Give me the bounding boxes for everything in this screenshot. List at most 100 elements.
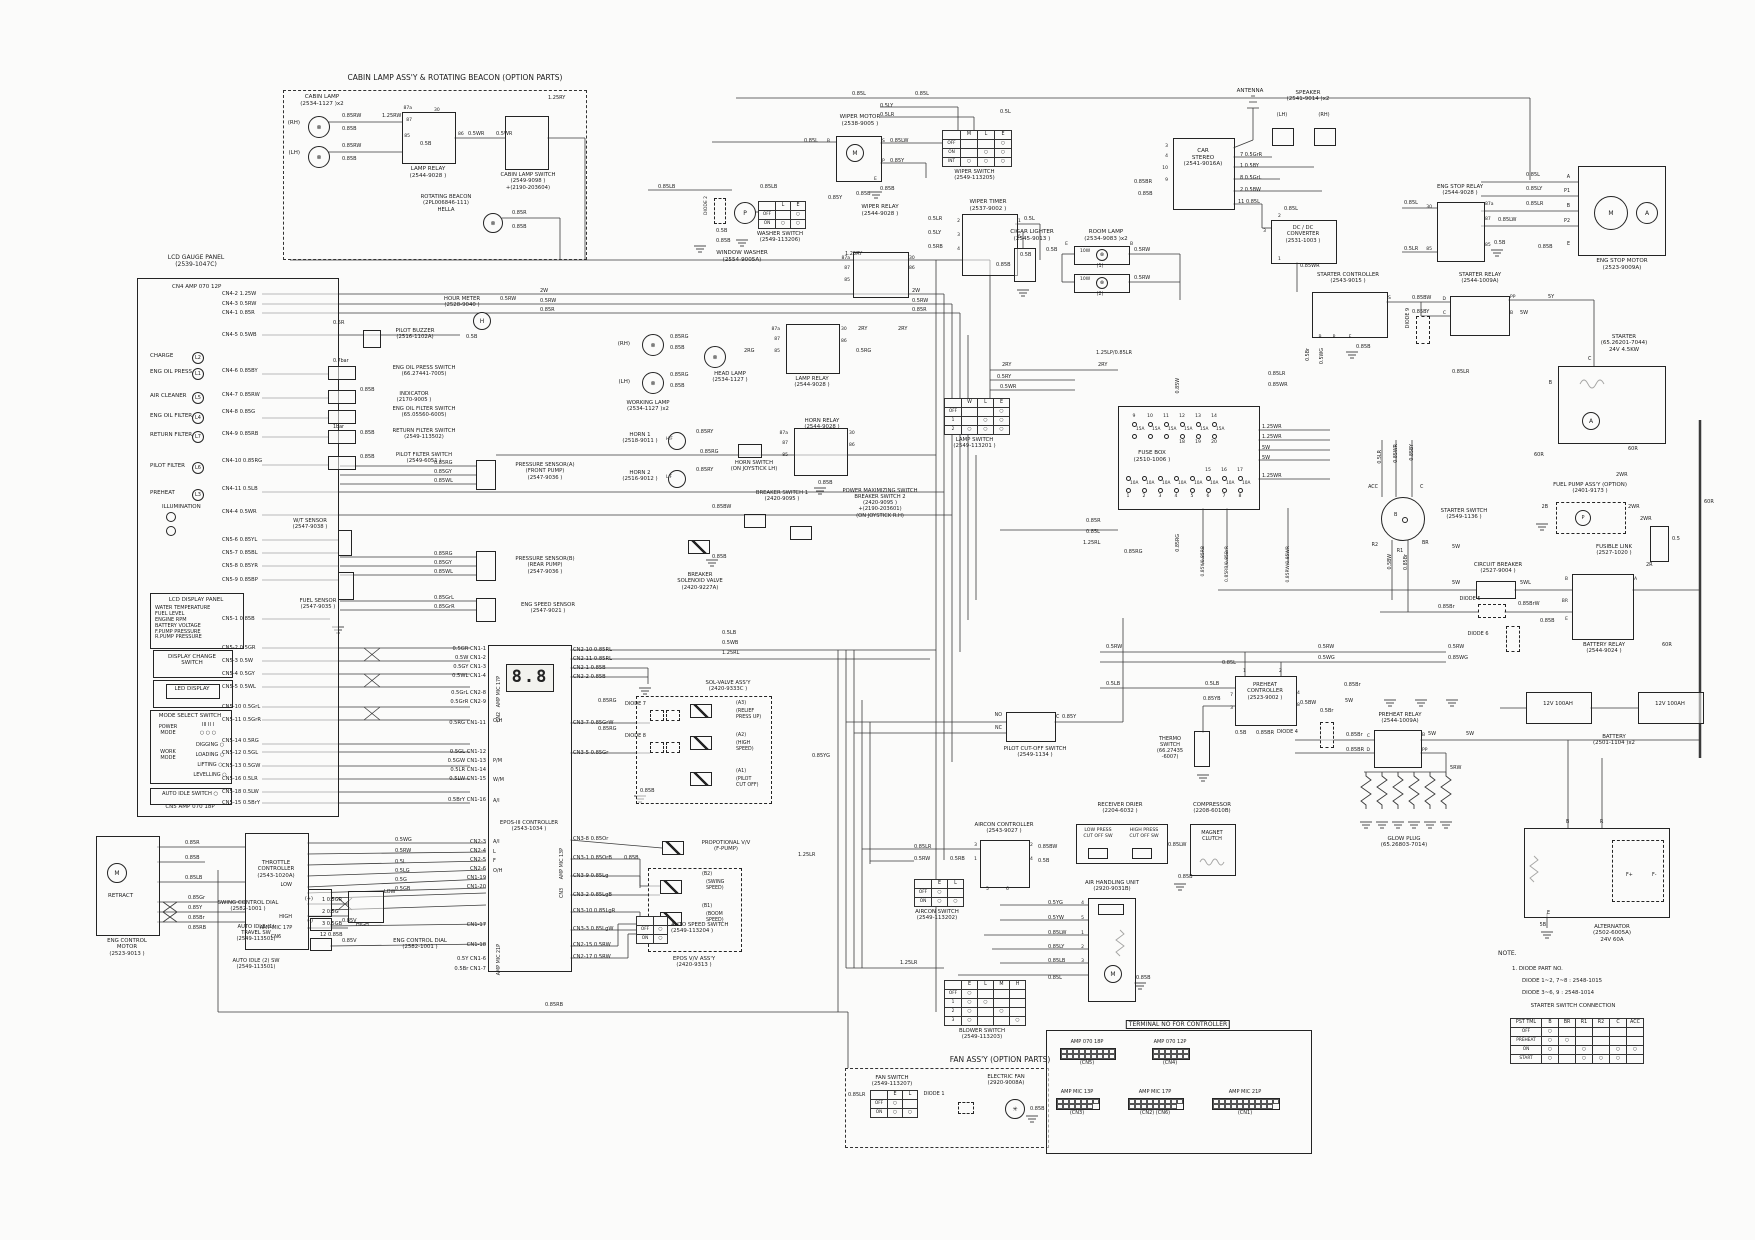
87a: 87a [779, 431, 788, 436]
b: B [1394, 512, 1398, 518]
pressure-sensor-b-sym [476, 551, 496, 581]
5w: 5W [1452, 580, 1461, 586]
fuel-sensor: FUEL SENSOR (2547-9035 ) [299, 598, 337, 611]
fuse-amp: 10A [1146, 481, 1155, 486]
5w: 5W [1262, 445, 1271, 451]
0-85l: 0.85L [1284, 206, 1298, 212]
swing: (SWING SPEED) [706, 880, 725, 891]
cn3-10-0-85lgr: CN3-10 0.85LgR [573, 908, 616, 914]
diode-6: DIODE 6 [1467, 631, 1489, 637]
0-85rg: 0.85RG [1176, 534, 1181, 552]
illumination-lamp-1 [166, 512, 176, 522]
throttle: THROTTLE CONTROLLER (2543-1020A) [257, 860, 295, 879]
3: 3 [957, 233, 960, 238]
cn3-7-0-85grw: CN3-7 0.85GrW [573, 720, 614, 726]
pilot-buzzer-box [363, 330, 381, 348]
0-5rw: 0.5RW [912, 298, 929, 304]
fuse-pin [1212, 434, 1217, 439]
fuse-num: 17 [1237, 468, 1243, 473]
1-25ry: 1.25RY [548, 95, 566, 101]
o-h: O/H [493, 868, 503, 874]
dc-dc-converter [1271, 220, 1337, 264]
cn5-13-0-5gw: CN5-13 0.5GW [222, 763, 261, 769]
2: 2 [1030, 843, 1033, 848]
iii-ii-i: III II I [201, 722, 215, 728]
1-25lr: 1.25LR [798, 852, 816, 858]
1-25wr: 1.25WR [1262, 434, 1282, 440]
0-85b: 0.85B [716, 238, 731, 244]
air-handling-unit [1088, 898, 1136, 1002]
e: E [1566, 242, 1570, 247]
epos-v-v-ass-y: EPOS V/V ASS'Y (2420-9313 ) [672, 956, 716, 969]
0-85rb: 0.85RB [545, 1002, 564, 1008]
starter-switch-connection-table-label: STARTER SWITCH CONNECTION [1530, 1003, 1616, 1009]
amp-mic-17p-label: AMP MIC 17P [1138, 1089, 1172, 1095]
fuse-num: 16 [1221, 468, 1227, 473]
4: 4 [957, 247, 960, 252]
3: 3 [1081, 959, 1084, 964]
high: (HIGH SPEED) [736, 741, 754, 752]
fuse-amp: 10A [1178, 481, 1187, 486]
amp-mic-17p [1128, 1098, 1184, 1110]
0-85v: 0.85V [342, 918, 357, 924]
0-85b: 0.85B [360, 454, 375, 460]
0-85br: 0.85Br [188, 915, 205, 921]
0-5rw: 0.5RW [500, 296, 517, 302]
w-m: W/M [493, 777, 504, 783]
diode8-b [666, 742, 680, 753]
0-5l: 0.5L [395, 859, 406, 865]
cn5-15-0-5bry: CN5-15 0.5BrY [222, 800, 261, 806]
cn2-17-0-5rw: CN2-17 0.5RW [573, 954, 611, 960]
illumination-lamp-2 [166, 526, 176, 536]
wiper-timer [962, 214, 1018, 276]
fuse-pin [1206, 476, 1211, 481]
fuel-pump-ass-y-option: FUEL PUMP ASS'Y (OPTION) (2401-9173 ) [1553, 482, 1627, 495]
30: 30 [849, 431, 855, 436]
eng-oil-filter: ENG OIL FILTER [150, 413, 193, 419]
0-5gw-cn1-13: 0.5GW CN1-13 [447, 758, 486, 764]
85: 85 [404, 134, 410, 139]
a3: (A3) [736, 701, 747, 706]
5w: 5W [1428, 731, 1437, 737]
horn-1-sym [668, 432, 686, 450]
0-5rg-cn1-11: 0.5RG CN1-11 [449, 720, 486, 726]
sol-valve-ass-y: SOL-VALVE ASS'Y (2420-9333C ) [705, 680, 751, 693]
2: 2 [1081, 945, 1084, 950]
0-85rg: 0.85RG [670, 334, 689, 340]
eng-control: ENG CONTROL MOTOR (2523-9013 ) [107, 938, 147, 957]
pilot-cutoff-switch-box [1006, 712, 1056, 742]
2: 2 [1278, 214, 1281, 219]
r1: R1 [1396, 549, 1404, 554]
cigar-lighter-sym [1014, 248, 1036, 282]
fuse-amp: 15A [1184, 427, 1193, 432]
0-5rw: 0.5RW [1106, 644, 1123, 650]
cn5-6-0-85yl: CN5-6 0.85YL [222, 537, 258, 543]
diode4-sym [1320, 722, 1334, 748]
wiper-relay [853, 252, 909, 298]
b: B [1566, 204, 1570, 209]
eng-control-motor: M [107, 863, 127, 883]
0-85rg: 0.85RG [598, 698, 617, 704]
diode-7: DIODE 7 [624, 701, 646, 707]
cn5-11-0-5grr: CN5-11 0.5GrR [222, 717, 261, 723]
0-5yw: 0.5YW [1048, 915, 1064, 921]
fuse-amp: 10A [1162, 481, 1171, 486]
p-m: P/M [493, 758, 503, 764]
0-85b: 0.85B [1540, 618, 1555, 624]
1: 1 [1018, 219, 1021, 224]
rotating-beacon-lamp: ⊗ [483, 213, 503, 233]
2ry: 2RY [858, 326, 868, 332]
auto-idle-2-sym [310, 938, 332, 951]
wiper-motor: M [846, 144, 864, 162]
amp-070-12p-cn: (CN4) [1162, 1060, 1178, 1066]
0-5rw: 0.5RW [1134, 247, 1151, 253]
fuse-pin [1174, 476, 1179, 481]
0-85grl: 0.85GrL [434, 595, 454, 601]
battery-relay: BATTERY RELAY (2544-9024 ) [1582, 642, 1626, 655]
87a: 87a [841, 256, 850, 261]
0-85b: 0.85B [512, 224, 527, 230]
air-handling-unit: AIR HANDLING UNIT (2920-9031B) [1084, 880, 1140, 893]
0-5rw: 0.5RW [914, 856, 931, 862]
0-85lw: 0.85LW [1048, 930, 1067, 936]
